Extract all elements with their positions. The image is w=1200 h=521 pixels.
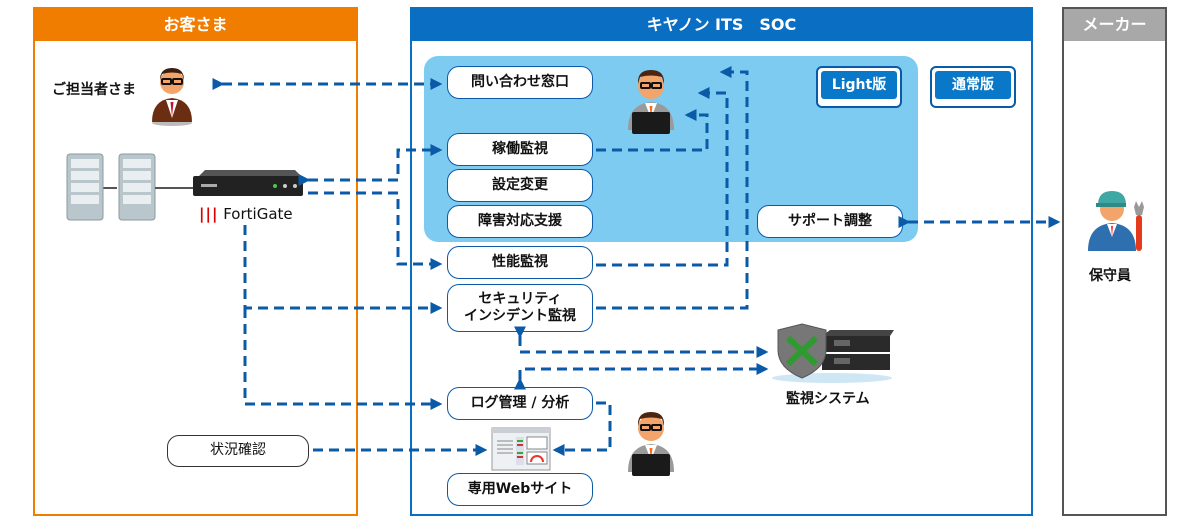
service-security-incident-monitoring: セキュリティ インシデント監視 [447, 284, 593, 332]
soc-panel-title: キヤノン ITS SOC [412, 9, 1031, 41]
customer-person-icon [152, 68, 192, 126]
service-log-management: ログ管理 / 分析 [447, 387, 593, 420]
server-icons [66, 153, 156, 221]
maintenance-staff-icon [1088, 191, 1144, 251]
status-check-box: 状況確認 [167, 435, 309, 467]
web-dashboard-icon [491, 427, 551, 471]
fortinet-logo-icon: ||| [199, 205, 219, 223]
fortigate-label: ||| FortiGate [199, 205, 293, 223]
customer-panel-title: お客さま [35, 9, 356, 41]
service-support-coordination: サポート調整 [757, 205, 903, 238]
operator-icon [628, 70, 674, 134]
plan-standard-badge: 通常版 [930, 66, 1016, 108]
service-inquiry: 問い合わせ窓口 [447, 66, 593, 99]
service-incident-support: 障害対応支援 [447, 205, 593, 238]
monitoring-system-icon [772, 323, 894, 383]
web-operator-icon [628, 412, 674, 476]
monitoring-system-label: 監視システム [786, 391, 870, 407]
plan-light-badge: Light版 [816, 66, 902, 108]
customer-person-label: ご担当者さま [52, 82, 136, 98]
fortigate-device-icon [155, 170, 303, 196]
service-performance-monitoring: 性能監視 [447, 246, 593, 279]
service-web-site: 専用Webサイト [447, 473, 593, 506]
maker-panel: メーカー [1062, 7, 1167, 516]
maintenance-staff-label: 保守員 [1089, 268, 1131, 284]
service-config-change: 設定変更 [447, 169, 593, 202]
maker-panel-title: メーカー [1064, 9, 1165, 41]
service-operation-monitoring: 稼働監視 [447, 133, 593, 166]
